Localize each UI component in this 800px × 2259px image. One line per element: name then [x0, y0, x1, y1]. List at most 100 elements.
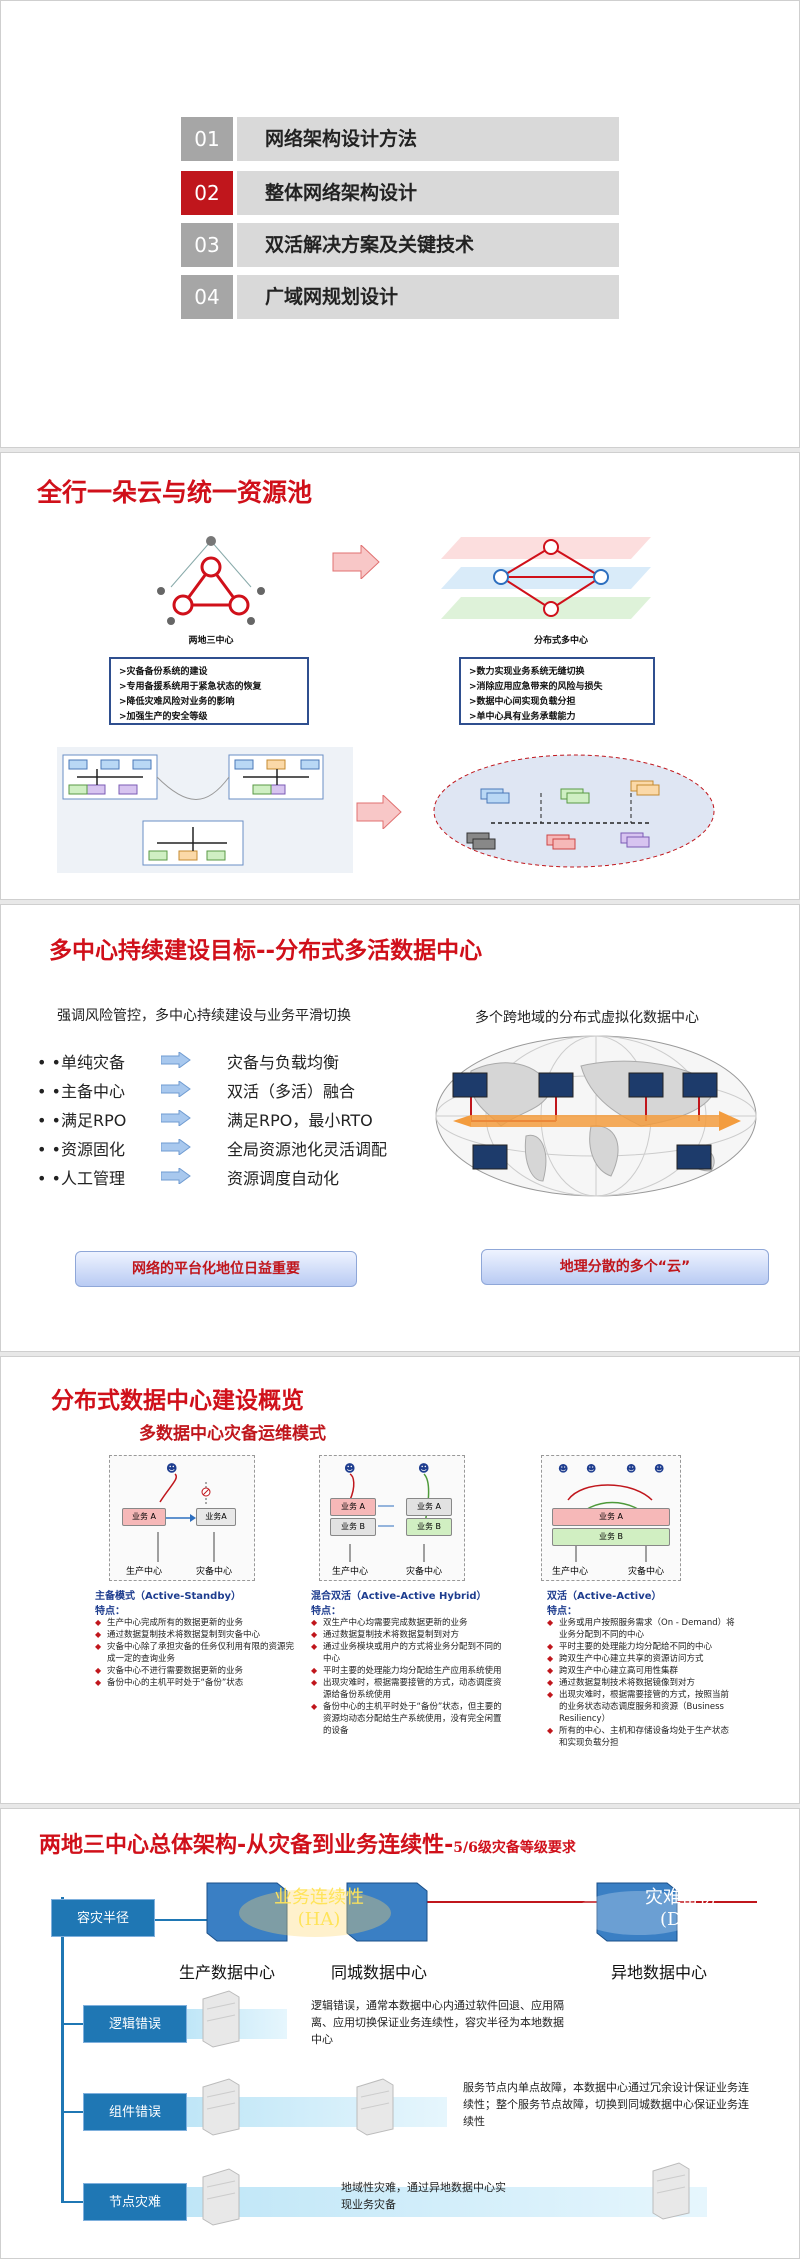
mode-description-2: 混合双活（Active-Active Hybrid） 特点： 双生产中心均需要完… — [311, 1587, 507, 1737]
arrow-right-icon — [161, 1110, 191, 1126]
agenda-number: 01 — [181, 117, 233, 161]
logic-error-button[interactable]: 逻辑错误 — [83, 2005, 187, 2043]
arrow-right-icon — [161, 1139, 191, 1155]
radius-axis-line — [61, 1897, 64, 2203]
remote-dc-label: 异地数据中心 — [611, 1963, 708, 1982]
agenda-label: 广域网规划设计 — [237, 275, 619, 319]
server-icon — [202, 1990, 240, 2048]
backup-center-label: 灾备中心 — [406, 1567, 443, 1577]
agenda-item-02[interactable]: 02 整体网络架构设计 — [181, 171, 619, 215]
production-dc-label: 生产数据中心 — [179, 1963, 276, 1982]
right-header: 多个跨地域的分布式虚拟化数据中心 — [475, 1010, 699, 1026]
left-diagram-caption: 两地三中心 — [188, 636, 234, 646]
slide-subtitle: 多数据中心灾备运维模式 — [139, 1424, 326, 1444]
left-summary-pill: 网络的平台化地位日益重要 — [75, 1251, 357, 1287]
mode-point: 通过数据复制技术将数据镜像到对方 — [547, 1677, 737, 1689]
mode-point: 通过业务模块或用户的方式将业务分配到不同的中心 — [311, 1641, 507, 1665]
biz-b-block: 业务 B — [330, 1518, 376, 1536]
server-icon — [356, 2078, 394, 2136]
agenda-item-04[interactable]: 04 广域网规划设计 — [181, 275, 619, 319]
prod-center-label: 生产中心 — [552, 1567, 589, 1577]
biz-a-block: 业务 A — [406, 1498, 452, 1516]
slide-unified-cloud: 全行一朵云与统一资源池 两地三中心 分布式多中心 >灾备备份系统的建设 >专用备… — [0, 452, 800, 900]
mode-title: 双活（Active-Active） — [547, 1591, 662, 1602]
mode-point: 灾备中心不进行需要数据更新的业务 — [95, 1665, 301, 1677]
mode-point: 跨双生产中心建立共享的资源访问方式 — [547, 1653, 737, 1665]
agenda-item-01[interactable]: 01 网络架构设计方法 — [181, 117, 619, 161]
agenda-label: 网络架构设计方法 — [237, 117, 619, 161]
mode-point: 通过数据复制技术将数据复制到灾备中心 — [95, 1629, 301, 1641]
list-item: • •资源固化 — [37, 1140, 125, 1159]
slide-title: 分布式数据中心建设概览 — [51, 1388, 304, 1414]
prod-center-label: 生产中心 — [332, 1567, 369, 1577]
bullet-item: >灾备备份系统的建设 — [119, 667, 208, 677]
node-disaster-button[interactable]: 节点灾难 — [83, 2183, 187, 2221]
component-error-button[interactable]: 组件错误 — [83, 2093, 187, 2131]
ha-label: 业务连续性(HA) — [274, 1887, 364, 1930]
mode-title: 混合双活（Active-Active Hybrid） — [311, 1591, 487, 1602]
dr-label: 灾难备份(DR) — [645, 1887, 717, 1930]
svg-text:☻: ☻ — [344, 1462, 355, 1475]
features-label: 特点： — [95, 1606, 125, 1617]
bullet-item: >降低灾难风险对业务的影响 — [119, 697, 235, 707]
active-active-hybrid-diagram: ☻☻ 业务 A 业务 B 业务 A 业务 B 生产中心 灾备中心 — [319, 1455, 465, 1581]
biz-a-block: 业务 A — [330, 1498, 376, 1516]
mode-point: 平时主要的处理能力均分配给不同的中心 — [547, 1641, 737, 1653]
backup-center-label: 灾备中心 — [628, 1567, 665, 1577]
radius-button[interactable]: 容灾半径 — [51, 1899, 155, 1937]
slide-dc-overview: 分布式数据中心建设概览 多数据中心灾备运维模式 ☻ 业务 A 业务A 生产中心 … — [0, 1356, 800, 1804]
backup-center-label: 灾备中心 — [196, 1567, 233, 1577]
server-icon — [652, 2162, 690, 2220]
list-target: 全局资源池化灵活调配 — [227, 1140, 388, 1159]
mode-point: 所有的中心、主机和存储设备均处于生产状态和实现负载分担 — [547, 1725, 737, 1749]
list-target: 双活（多活）融合 — [227, 1082, 356, 1101]
agenda-number-active: 02 — [181, 171, 233, 215]
mode-point: 跨双生产中心建立高可用性集群 — [547, 1665, 737, 1677]
row-description: 地域性灾难，通过异地数据中心实现业务灾备 — [341, 2181, 506, 2211]
mode-point: 备份中心的主机平时处于“备份”状态，但主要的资源均动态分配给生产系统使用，没有完… — [311, 1701, 507, 1737]
server-icon — [202, 2078, 240, 2136]
mode-title: 主备模式（Active-Standby） — [95, 1591, 242, 1602]
mode-point: 出现灾难时，根据需要接管的方式，按照当前的业务状态动态调度服务和资源（Busin… — [547, 1689, 737, 1725]
prod-center-label: 生产中心 — [126, 1567, 163, 1577]
slide-agenda: 01 网络架构设计方法 02 整体网络架构设计 03 双活解决方案及关键技术 0… — [0, 0, 800, 448]
mode-point: 通过数据复制技术将数据复制到对方 — [311, 1629, 507, 1641]
left-header: 强调风险管控，多中心持续建设与业务平滑切换 — [57, 1008, 351, 1024]
agenda-item-03[interactable]: 03 双活解决方案及关键技术 — [181, 223, 619, 267]
layered-network-diagram — [441, 537, 651, 619]
mode-point: 灾备中心除了承担灾备的任务仅利用有限的资源完成一定的查询业务 — [95, 1641, 301, 1665]
distributed-cloud-diagram — [433, 754, 715, 868]
list-target: 资源调度自动化 — [227, 1169, 340, 1188]
mode-point: 备份中心的主机平时处于“备份”状态 — [95, 1677, 301, 1689]
bullet-item: >数据中心间实现负载分担 — [469, 697, 576, 707]
slide-title: 全行一朵云与统一资源池 — [37, 478, 313, 507]
arrow-right-icon — [161, 1081, 191, 1097]
features-label: 特点： — [311, 1606, 341, 1617]
biz-a-block: 业务 A — [122, 1508, 166, 1526]
mode-description-1: 主备模式（Active-Standby） 特点： 生产中心完成所有的数据更新的业… — [95, 1587, 301, 1689]
bullet-item: >单中心具有业务承载能力 — [469, 712, 576, 722]
radius-band — [187, 2187, 707, 2217]
svg-text:☻: ☻ — [558, 1463, 568, 1475]
mode-point: 业务或用户按照服务需求（On - Demand）将业务分配到不同的中心 — [547, 1617, 737, 1641]
svg-text:☻: ☻ — [654, 1463, 664, 1475]
mode-description-3: 双活（Active-Active） 特点： 业务或用户按照服务需求（On - D… — [547, 1587, 737, 1749]
biz-a-block: 业务 A — [552, 1508, 670, 1526]
mode-point: 生产中心完成所有的数据更新的业务 — [95, 1617, 301, 1629]
world-map — [435, 1035, 757, 1197]
bullet-item: >专用备援系统用于紧急状态的恢复 — [119, 682, 262, 692]
arrow-right-icon — [356, 795, 402, 829]
slide-two-site-three-center: 两地三中心总体架构-从灾备到业务连续性-5/6级灾备等级要求 容灾半径 业务连续… — [0, 1808, 800, 2259]
list-target: 灾备与负载均衡 — [227, 1053, 340, 1072]
server-icon — [202, 2168, 240, 2226]
list-item: • •人工管理 — [37, 1169, 125, 1188]
bullet-item: >消除应用应急带来的风险与损失 — [469, 682, 603, 692]
list-item: • •主备中心 — [37, 1082, 125, 1101]
triangle-topology-diagram — [157, 536, 265, 625]
slide-title: 多中心持续建设目标--分布式多活数据中心 — [49, 938, 483, 964]
biz-a-block: 业务A — [196, 1508, 236, 1526]
right-bullet-box: >数力实现业务系统无缝切换 >消除应用应急带来的风险与损失 >数据中心间实现负载… — [459, 657, 655, 725]
svg-text:☻: ☻ — [166, 1462, 177, 1475]
svg-text:☻: ☻ — [586, 1463, 596, 1475]
arrow-right-icon — [332, 545, 380, 579]
